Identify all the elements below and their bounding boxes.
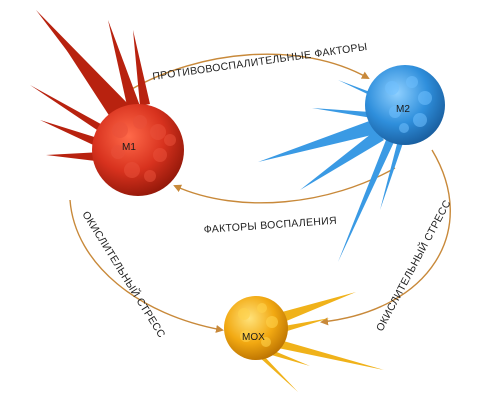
label-oxidative-right: ОКИСЛИТЕЛЬНЫЙ СТРЕСС bbox=[373, 198, 453, 334]
m1-cell: M1 bbox=[30, 10, 184, 196]
label-oxidative-left: ОКИСЛИТЕЛЬНЫЙ СТРЕСС bbox=[79, 209, 168, 341]
arrow-right bbox=[320, 149, 451, 326]
arrow-top bbox=[129, 53, 370, 91]
mox-label: MOX bbox=[242, 332, 265, 343]
m2-label: M2 bbox=[396, 104, 410, 115]
label-inflammatory: ФАКТОРЫ ВОСПАЛЕНИЯ bbox=[203, 215, 337, 236]
m2-cell: M2 bbox=[258, 65, 445, 262]
m1-label: M1 bbox=[122, 142, 136, 153]
label-anti-inflammatory: ПРОТИВОВОСПАЛИТЕЛЬНЫЕ ФАКТОРЫ bbox=[152, 41, 368, 83]
mox-cell: MOX bbox=[224, 292, 384, 392]
arrow-left bbox=[69, 199, 224, 333]
arrow-middle bbox=[173, 167, 396, 204]
